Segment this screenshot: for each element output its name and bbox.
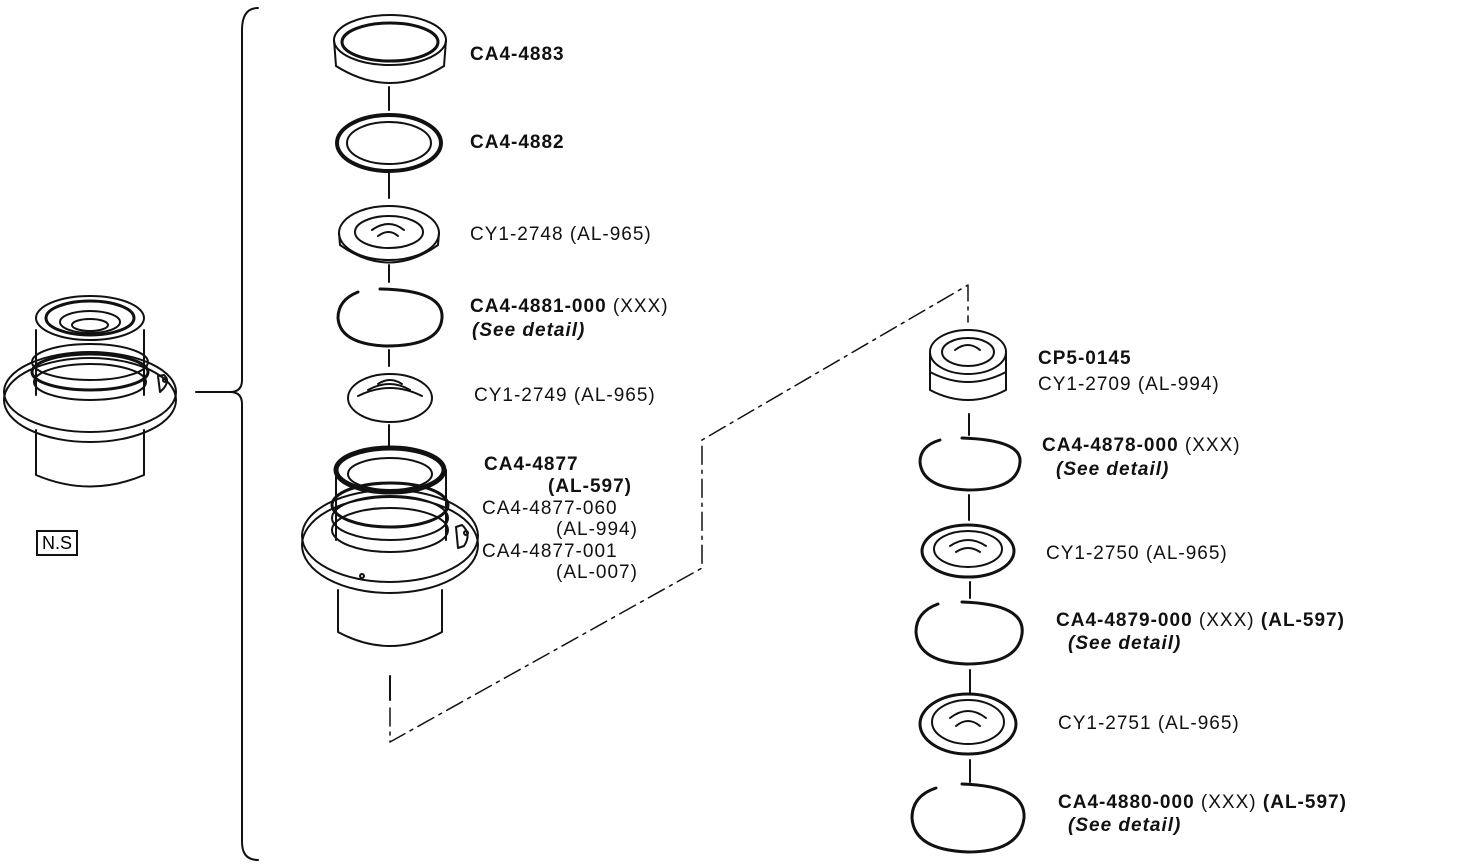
label-ca4-4883: CA4-4883 — [470, 44, 565, 65]
exploded-leader-line — [389, 284, 969, 743]
part-number: CA4-4879-000 — [1056, 610, 1193, 631]
label-ca4-4877-001-alloy: (AL-007) — [556, 562, 638, 583]
label-cp5-0145: CP5-0145 — [1038, 348, 1132, 369]
part-suffix: (XXX) — [1200, 792, 1257, 813]
see-detail-note: (See detail) — [472, 320, 586, 341]
group-bracket — [229, 7, 259, 861]
part-alloy: (AL-597) — [1262, 792, 1347, 813]
part-number: CA4-4881-000 — [470, 296, 607, 317]
label-ca4-4877-060-alloy: (AL-994) — [556, 519, 638, 540]
part-lens-cy1-2750 — [920, 523, 1016, 579]
label-ca4-4880: CA4-4880-000 (XXX) (AL-597) — [1058, 792, 1347, 814]
part-lens-cy1-2751 — [918, 692, 1018, 756]
part-suffix: (XXX) — [1184, 435, 1241, 456]
see-detail-note: (See detail) — [1068, 633, 1182, 654]
assembly-label: N.S — [36, 530, 79, 556]
part-suffix: (XXX) — [612, 296, 669, 317]
label-ca4-4879: CA4-4879-000 (XXX) (AL-597) — [1056, 610, 1345, 632]
part-snap-ring-ca4-4879 — [914, 600, 1024, 666]
label-ca4-4877-alloy: (AL-597) — [548, 476, 633, 497]
part-number: CA4-4878-000 — [1042, 435, 1179, 456]
label-ca4-4882: CA4-4882 — [470, 132, 565, 153]
part-lens-cy1-2748 — [338, 205, 440, 264]
part-alloy: (AL-597) — [1260, 610, 1345, 631]
label-ca4-4877: CA4-4877 — [484, 454, 579, 475]
part-snap-ring-ca4-4878 — [918, 436, 1022, 492]
part-lens-cp5-0145 — [929, 329, 1007, 401]
label-cy1-2748: CY1-2748 (AL-965) — [470, 224, 652, 245]
label-ca4-4877-060: CA4-4877-060 — [482, 498, 618, 519]
part-snap-ring-ca4-4881 — [336, 287, 444, 348]
part-lens-cy1-2749 — [347, 373, 433, 423]
part-suffix: (XXX) — [1198, 610, 1255, 631]
part-number: CA4-4880-000 — [1058, 792, 1195, 813]
see-detail-note: (See detail) — [1068, 815, 1182, 836]
part-housing-ca4-4877 — [301, 445, 479, 647]
part-snap-ring-ca4-4880 — [910, 782, 1026, 854]
label-cy1-2750: CY1-2750 (AL-965) — [1046, 543, 1228, 564]
assembled-lens-drawing — [3, 295, 177, 488]
see-detail-note: (See detail) — [1056, 459, 1170, 480]
part-ring-ca4-4882 — [335, 113, 443, 173]
label-cy1-2709: CY1-2709 (AL-994) — [1038, 374, 1220, 395]
label-ca4-4877-001: CA4-4877-001 — [482, 541, 618, 562]
label-ca4-4878: CA4-4878-000 (XXX) — [1042, 435, 1241, 457]
label-ca4-4881: CA4-4881-000 (XXX) — [470, 296, 669, 318]
part-ring-ca4-4883 — [333, 14, 447, 84]
label-cy1-2749: CY1-2749 (AL-965) — [474, 385, 656, 406]
label-cy1-2751: CY1-2751 (AL-965) — [1058, 713, 1240, 734]
